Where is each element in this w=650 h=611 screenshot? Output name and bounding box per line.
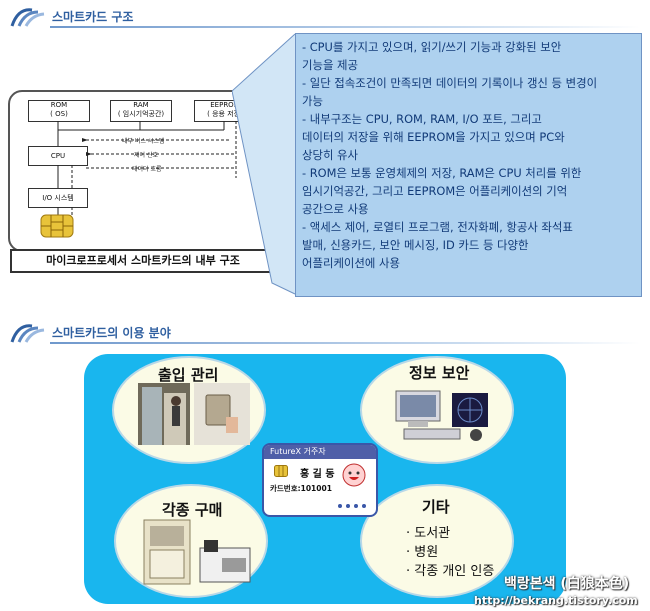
- description-line: 상당히 유사: [302, 148, 359, 162]
- bus-lines: [57, 121, 237, 216]
- swoosh-logo-icon: [10, 324, 45, 343]
- description-list: - CPU를 가지고 있으며, 읽기/쓰기 기능과 강화된 보안 기능을 제공 …: [296, 34, 641, 272]
- purchase-title: 각종 구매: [162, 501, 223, 519]
- description-line: 공간으로 사용: [302, 202, 369, 216]
- card-brand-bar: [264, 445, 376, 459]
- control-signal-label: 제어 신호: [134, 152, 158, 159]
- card-dots-icon: [338, 504, 366, 508]
- etc-list: · 도서관 · 병원 · 각종 개인 인증: [406, 524, 494, 581]
- etc-item-personal-auth: · 각종 개인 인증: [406, 564, 495, 579]
- watermark-url: http://bekrang.tistory.com: [474, 594, 638, 607]
- description-line: 데이터의 저장을 위해 EEPROM을 가지고 있으며 PC와: [302, 130, 565, 144]
- section-title: 스마트카드의 이용 분야: [52, 326, 171, 340]
- data-flow-label: 데이터 흐름: [132, 166, 162, 173]
- description-line: - ROM은 보통 운영체제의 저장, RAM은 CPU 처리를 위한: [302, 166, 582, 180]
- chip-contact-icon: [40, 214, 74, 238]
- section-divider: [50, 26, 640, 28]
- cpu-label: CPU: [50, 152, 66, 160]
- smart-card: FutureX 거주자 홍 길 동 카드번호:101001: [262, 443, 378, 517]
- section-divider: [50, 342, 640, 344]
- vending-register-photo: [143, 519, 251, 585]
- description-line: - 내부구조는 CPU, ROM, RAM, I/O 포트, 그리고: [302, 112, 542, 126]
- diagram-caption: 마이크로프로세서 스마트카드의 내부 구조: [10, 249, 276, 273]
- description-line: 임시기억공간, 그리고 EEPROM은 어플리케이션의 기억: [302, 184, 568, 198]
- description-line: 발매, 신용카드, 보안 메시징, ID 카드 등 다양한: [302, 238, 529, 252]
- eeprom-sublabel: ( 응용 저장): [207, 110, 243, 118]
- rom-sublabel: ( OS): [50, 110, 68, 118]
- rom-label: ROM: [50, 101, 68, 109]
- info-security-title: 정보 보안: [409, 364, 470, 382]
- etc-item-hospital: · 병원: [406, 545, 439, 560]
- description-line: - 액세스 제어, 로열티 프로그램, 전자화폐, 항공사 좌석표: [302, 220, 573, 234]
- description-box: - CPU를 가지고 있으며, 읽기/쓰기 기능과 강화된 보안 기능을 제공 …: [295, 33, 642, 297]
- computer-security-photo: [395, 390, 488, 441]
- rom-module: ROM ( OS): [28, 100, 90, 122]
- etc-oval: [360, 484, 514, 598]
- description-line: 가능: [302, 94, 323, 108]
- section-header-usage: 스마트카드의 이용 분야: [0, 320, 650, 346]
- bus-label: 내부 버스 시스템: [122, 138, 165, 145]
- access-control-title: 출입 관리: [158, 366, 219, 384]
- section-title: 스마트카드 구조: [52, 10, 134, 24]
- watermark-title: 백랑본색 (白狼本色): [504, 576, 630, 592]
- ram-sublabel: ( 임시기억공간): [117, 110, 165, 118]
- description-line: 어플리케이션에 사용: [302, 256, 400, 270]
- ram-module: RAM ( 임시기억공간): [110, 100, 172, 122]
- smiley-face-icon: [342, 463, 366, 487]
- etc-item-library: · 도서관: [406, 526, 451, 541]
- card-chip-icon: [274, 465, 288, 477]
- eeprom-label: EEPROM: [210, 101, 240, 109]
- description-line: - CPU를 가지고 있으며, 읽기/쓰기 기능과 강화된 보안: [302, 40, 562, 54]
- door-access-photo: [138, 383, 250, 445]
- card-holder-name: 홍 길 동: [300, 469, 335, 480]
- callout-pointer: [232, 33, 296, 295]
- etc-title: 기타: [422, 498, 450, 516]
- section-header-structure: 스마트카드 구조: [0, 4, 650, 30]
- swoosh-logo-icon: [10, 8, 45, 27]
- description-line: 기능을 제공: [302, 58, 359, 72]
- card-brand: FutureX 거주자: [270, 447, 326, 456]
- io-label: I/O 시스템: [42, 194, 74, 202]
- description-line: - 일단 접속조건이 만족되면 데이터의 기록이나 갱신 등 변경이: [302, 76, 598, 90]
- card-number: 카드번호:101001: [270, 484, 332, 493]
- ram-label: RAM: [133, 101, 149, 109]
